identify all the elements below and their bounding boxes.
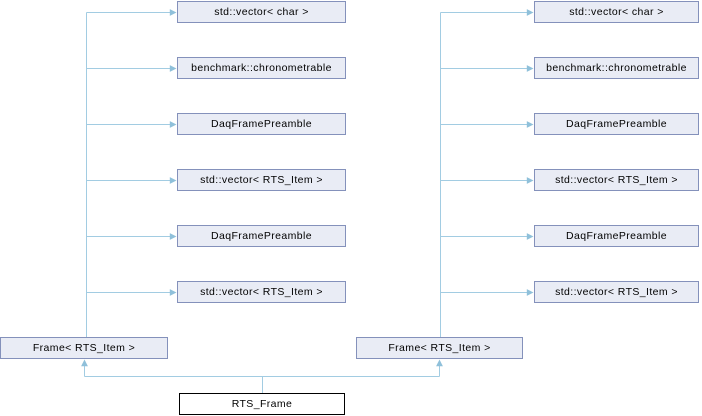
class-node-right-std-vector-char[interactable]: std::vector< char > xyxy=(534,1,699,23)
arrow-right-icon xyxy=(526,289,534,296)
arrow-right-icon xyxy=(526,121,534,128)
arrow-right-icon xyxy=(526,9,534,16)
class-node-left-std-vector-char[interactable]: std::vector< char > xyxy=(177,1,346,23)
class-node-right-std-vector-rts-item-1[interactable]: std::vector< RTS_Item > xyxy=(534,169,699,191)
arrow-right-icon xyxy=(169,233,177,240)
arrow-right-icon xyxy=(169,177,177,184)
class-node-left-daqframepreamble-2[interactable]: DaqFramePreamble xyxy=(177,225,346,247)
arrow-right-icon xyxy=(169,9,177,16)
class-node-right-benchmark-chronometrable[interactable]: benchmark::chronometrable xyxy=(534,57,699,79)
arrow-right-icon xyxy=(169,121,177,128)
arrow-up-icon xyxy=(81,359,88,367)
class-node-right-daqframepreamble-2[interactable]: DaqFramePreamble xyxy=(534,225,699,247)
class-node-rts-frame-main: RTS_Frame xyxy=(179,393,345,415)
class-node-right-std-vector-rts-item-2[interactable]: std::vector< RTS_Item > xyxy=(534,281,699,303)
class-node-left-std-vector-rts-item-2[interactable]: std::vector< RTS_Item > xyxy=(177,281,346,303)
arrow-right-icon xyxy=(169,289,177,296)
arrow-up-icon xyxy=(436,359,443,367)
class-node-left-std-vector-rts-item-1[interactable]: std::vector< RTS_Item > xyxy=(177,169,346,191)
arrow-right-icon xyxy=(526,233,534,240)
arrow-right-icon xyxy=(169,65,177,72)
arrow-right-icon xyxy=(526,65,534,72)
class-node-right-daqframepreamble-1[interactable]: DaqFramePreamble xyxy=(534,113,699,135)
class-node-left-benchmark-chronometrable[interactable]: benchmark::chronometrable xyxy=(177,57,346,79)
class-node-frame-rts-item-right[interactable]: Frame< RTS_Item > xyxy=(356,337,523,359)
arrow-right-icon xyxy=(526,177,534,184)
class-node-left-daqframepreamble-1[interactable]: DaqFramePreamble xyxy=(177,113,346,135)
class-node-frame-rts-item-left[interactable]: Frame< RTS_Item > xyxy=(0,337,168,359)
